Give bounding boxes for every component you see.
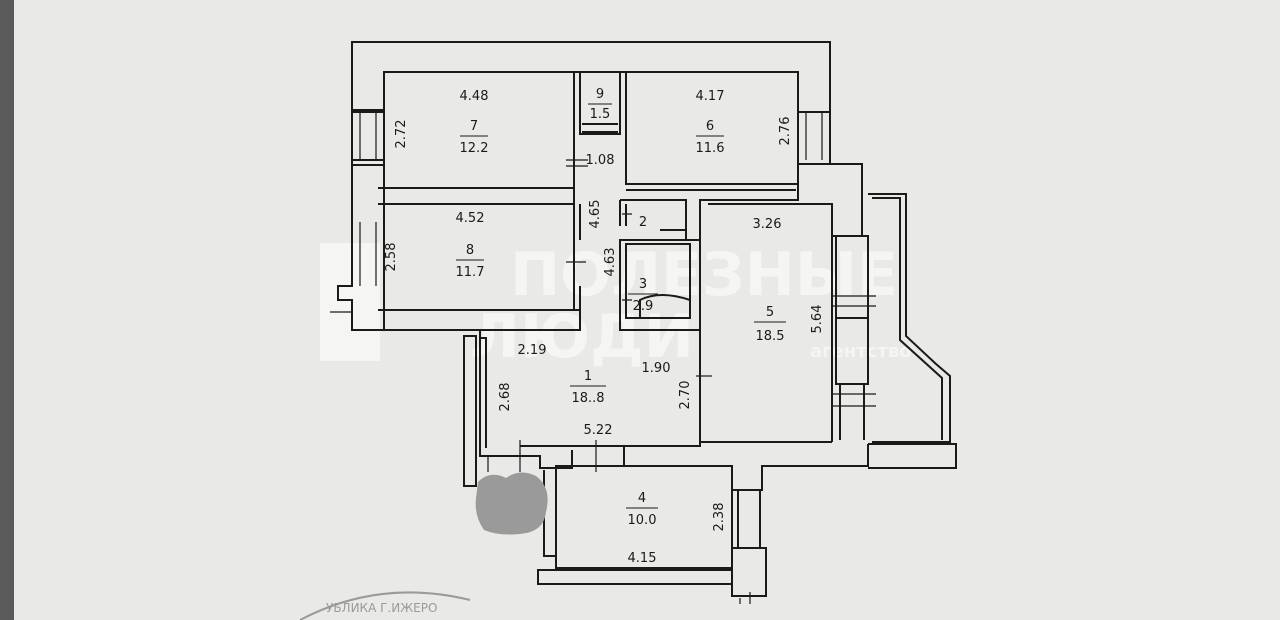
dim-room1-mid: 1.90 bbox=[642, 361, 671, 376]
dim-room1-width: 5.22 bbox=[584, 423, 613, 438]
dim-room1-height-right: 2.70 bbox=[678, 381, 693, 410]
window-west-2 bbox=[359, 222, 377, 286]
room-3-area: 2.9 bbox=[633, 299, 654, 314]
page-edge-shadow bbox=[0, 0, 14, 620]
dim-corridor-length-a: 4.65 bbox=[588, 200, 603, 229]
wall-8-bottom bbox=[378, 309, 581, 331]
room-7-area: 12.2 bbox=[460, 141, 489, 156]
south-tick bbox=[739, 592, 751, 604]
room-9-outline bbox=[579, 71, 621, 135]
dim-room5-height: 5.64 bbox=[810, 305, 825, 334]
balcony-bottom bbox=[868, 443, 957, 469]
room-9-door bbox=[582, 123, 618, 133]
door-ticks-2 bbox=[566, 159, 588, 263]
dim-room8-width: 4.52 bbox=[456, 211, 485, 226]
dim-room6-width: 4.17 bbox=[696, 89, 725, 104]
room-4-number: 4 bbox=[638, 491, 646, 506]
dim-corridor-length-b: 4.63 bbox=[603, 248, 618, 277]
room-6-number: 6 bbox=[706, 119, 714, 134]
east-pier-2 bbox=[835, 317, 869, 385]
bathtub bbox=[639, 294, 691, 319]
dim-room1-top: 2.19 bbox=[518, 343, 547, 358]
window-west-1 bbox=[359, 112, 377, 160]
room-6-area: 11.6 bbox=[696, 141, 725, 156]
balcony-inner bbox=[872, 197, 943, 440]
wall-1-west bbox=[463, 335, 477, 487]
stamp: УБЛИКА Г.ИЖЕРО bbox=[299, 591, 471, 620]
room-8-number: 8 bbox=[466, 243, 474, 258]
room-labels: 4.48 7 12.2 9 1.5 1.08 4.17 6 11.6 4.52 … bbox=[456, 87, 786, 566]
window-ticks bbox=[330, 112, 876, 604]
watermark-line-3: агентство bbox=[810, 341, 912, 362]
redaction-blob bbox=[475, 472, 548, 535]
room-9-number: 9 bbox=[596, 87, 604, 102]
wall-under-6 bbox=[626, 183, 799, 204]
room-4-window bbox=[737, 490, 761, 548]
balcony-outline bbox=[868, 193, 951, 443]
dim-room7-width: 4.48 bbox=[460, 89, 489, 104]
room-4-pier bbox=[731, 547, 767, 597]
room-1-area: 18..8 bbox=[571, 391, 604, 406]
room-5-inner bbox=[708, 203, 833, 442]
room-9-area: 1.5 bbox=[590, 107, 611, 122]
room-3-number: 3 bbox=[639, 277, 647, 292]
dim-corridor-width: 1.08 bbox=[586, 153, 615, 168]
dim-room4-width: 4.15 bbox=[628, 551, 657, 566]
walls bbox=[337, 41, 957, 597]
watermark-logo-square bbox=[320, 243, 380, 361]
dim-room4-height: 2.38 bbox=[712, 503, 727, 532]
room-1-number: 1 bbox=[584, 369, 592, 384]
east-window-lower bbox=[839, 384, 865, 440]
dim-room6-height: 2.76 bbox=[778, 117, 793, 146]
room-5-area: 18.5 bbox=[756, 329, 785, 344]
room-5-number: 5 bbox=[766, 305, 774, 320]
room-2-bottom bbox=[660, 229, 687, 240]
room-8-area: 11.7 bbox=[456, 265, 485, 280]
watermark-line-1: ПОЛЕЗНЫЕ bbox=[510, 240, 898, 310]
room-2-outline bbox=[619, 199, 687, 232]
window-east-ticks bbox=[832, 295, 876, 407]
room-4-area: 10.0 bbox=[628, 513, 657, 528]
east-wall-upper bbox=[797, 112, 831, 164]
dim-room5-width: 3.26 bbox=[753, 217, 782, 232]
room-2-number: 2 bbox=[639, 215, 647, 230]
stamp-arc bbox=[299, 591, 471, 620]
room-7-number: 7 bbox=[470, 119, 478, 134]
corridor-wall-left bbox=[573, 204, 581, 240]
dim-room8-height: 2.58 bbox=[384, 243, 399, 272]
door-ticks-3 bbox=[622, 213, 632, 301]
door-ticks-1 bbox=[487, 440, 597, 472]
window-east-1 bbox=[805, 112, 823, 160]
stamp-text: УБЛИКА Г.ИЖЕРО bbox=[326, 601, 437, 615]
dim-room1-height-left: 2.68 bbox=[498, 383, 513, 412]
dim-room7-height: 2.72 bbox=[394, 120, 409, 149]
watermark-line-2: ЛЮДИ bbox=[470, 302, 694, 372]
vertical-dimensions: 2.72 2.76 4.65 2.58 4.63 5.64 2.68 2.70 … bbox=[384, 117, 825, 532]
